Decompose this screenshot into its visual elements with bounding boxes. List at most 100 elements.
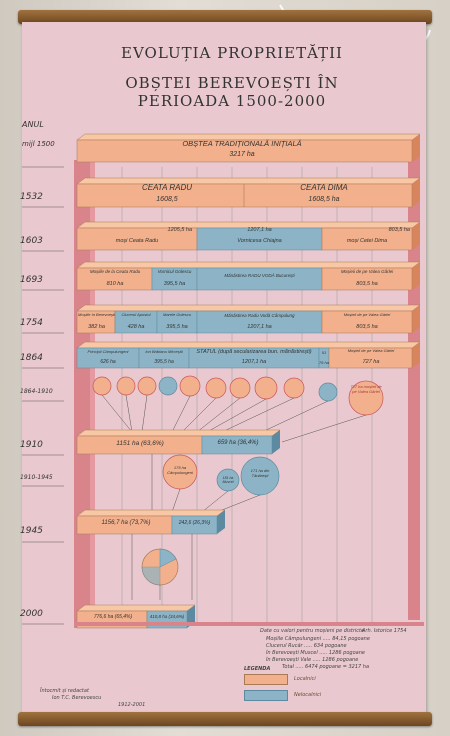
tick-1945: 1945 (20, 526, 43, 536)
poster-title-line2: OBȘTEI BEREVOEȘTI ÎN PERIOADA 1500-2000 (125, 74, 339, 110)
bar-1864-mid-title: STATUL (după secularizarea bun. mănăstir… (196, 349, 312, 355)
bar-1754-c1-title: Moșiile în Berevoești (78, 312, 115, 317)
bar-1864 (76, 341, 421, 369)
legend-swatch-local (244, 674, 288, 685)
bar-1754-c3-title: Marele Golescu (162, 312, 191, 317)
tick-2000: 2000 (20, 609, 43, 619)
bar-1864-mid-note: 51 (321, 350, 327, 355)
distribution-total: Total ..... 6474 pogoane = 3217 ha (282, 664, 370, 670)
bar-1693-l1-title: Moșiile de la Ceata Radu (89, 269, 141, 274)
circle-4 (158, 376, 178, 396)
tick-1532: 1532 (20, 192, 43, 202)
bar-1754-right-value: 803,5 ha (356, 324, 378, 330)
bar-1693-right-value: 803,5 ha (356, 281, 378, 287)
bar-1864-right-title: Moșieii de pe Valea Gârlei (347, 348, 395, 353)
legend-label-local: Localnici (294, 676, 316, 682)
legend-label-nonlocal: Nelocalnici (294, 692, 322, 698)
tick-1864-1910: 1864-1910 (20, 388, 53, 395)
tick-1864: 1864 (20, 353, 43, 363)
bar-2000-right-value: 410,8 ha (34,6%) (149, 614, 185, 619)
right-frame-rail (408, 150, 420, 620)
bar-2000-left-value: 776,6 ha (65,4%) (93, 614, 133, 620)
bar-1945-left-value: 1156,7 ha (73,7%) (101, 520, 151, 526)
bar-1603-right-title: moși Cetei Dima (346, 238, 388, 244)
bar-1945-right-value: 242,6 (26,3%) (178, 520, 211, 526)
circle-b2-label: 181 ha Muscel (222, 476, 234, 484)
bar-1864-mid-value: 1207,1 ha (241, 359, 267, 365)
tick-1500: mijl 1500 (22, 140, 55, 148)
circle-5 (179, 375, 201, 397)
connector-arrows-2 (151, 454, 261, 513)
tick-1754: 1754 (20, 318, 43, 328)
circle-1 (92, 376, 112, 396)
circle-b1-label: 175 ha Câmpulungeni (167, 465, 193, 475)
bar-1864-l-title: Principii Câmpulungeni (87, 349, 129, 354)
distribution-line-1: Moșiile Câmpulungeni ..... 84,15 pogoane (266, 636, 370, 642)
bar-1754-c1-value: 382 ha (88, 324, 105, 330)
bar-1532-right-value: 1608,5 ha (308, 196, 340, 203)
bar-1693 (76, 261, 421, 291)
legend-swatch-nonlocal (244, 690, 288, 701)
circle-3 (137, 376, 157, 396)
tick-1603: 1603 (20, 236, 43, 246)
bar-1754-right-title: Moșieii de pe Valea Gârlei (343, 312, 391, 317)
legend-title: LEGENDA (244, 666, 271, 672)
pie-chart-1945 (141, 548, 179, 586)
circle-7 (229, 377, 251, 399)
bar-1754-mid-title: Mănăstirea Radu Vodă Câmpulung (224, 313, 295, 318)
tick-1693: 1693 (20, 275, 43, 285)
author-line-1: Întocmit și redactat (40, 688, 89, 694)
distribution-line-2: Clucerul Rucăr ..... 634 pogoane (266, 643, 347, 649)
bar-1693-l2-value: 395,5 ha (163, 281, 186, 287)
circle-8 (254, 376, 278, 400)
circle-2 (116, 376, 136, 396)
distribution-line-3: în Berevoești Muscel ..... 1286 pogoane (266, 650, 365, 656)
circle-10 (318, 382, 338, 402)
distribution-note: Arh. Istorice 1754 (362, 628, 407, 634)
distribution-title: Date cu valori pentru moșieni pe distric… (260, 628, 365, 634)
bar-1532-left-title: CEATA RADU (141, 183, 193, 192)
left-frame-rail-shade (90, 160, 95, 628)
bar-1693-l1-value: 810 ha (106, 281, 124, 287)
author-line-2: Ion T.C. Berevoescu (52, 695, 102, 701)
tick-1910: 1910 (20, 440, 43, 450)
poster-sheet: EVOLUȚIA PROPRIETĂȚII OBȘTEI BEREVOEȘTI … (20, 22, 426, 714)
bar-1754 (76, 304, 421, 334)
bar-1603-mid-value: 1207,1 ha (247, 227, 272, 233)
bar-1500-value: 3217 ha (229, 151, 255, 158)
bar-1693-right-title: Moșieii de pe Valea Gârlei (340, 269, 394, 274)
bar-1532-right-title: CEATA DIMA (300, 183, 348, 192)
bar-1693-l2-title: Vornicul Golescu (157, 269, 192, 274)
circle-11-label: 727 ha moșieii de pe Valea Gârlei (350, 384, 382, 394)
tick-1910-1945: 1910-1945 (20, 474, 53, 481)
bar-1500 (76, 133, 421, 163)
bar-1864-l2-title: Ion Brătianu Mirceștii (145, 349, 183, 354)
bar-1500-title: OBȘTEA TRADIȚIONALĂ INIȚIALĂ (182, 139, 302, 148)
circle-9 (283, 377, 305, 399)
bar-1532 (76, 177, 421, 208)
bar-1603-mid-title: Vornicesa Chiajna (237, 238, 282, 244)
bar-1864-r-value: 76 ha (318, 360, 329, 365)
connector-arrows (101, 394, 367, 443)
bar-1603-right-value: 803,5 ha (388, 227, 410, 233)
bar-1864-l2-value: 395,5 ha (154, 359, 174, 365)
bar-1864-right-value: 727 ha (362, 359, 380, 365)
bar-1864-l-value: 626 ha (100, 359, 116, 365)
bar-1910 (76, 429, 281, 455)
top-rod (18, 10, 432, 24)
bar-1693-mid-title: Mănăstirea RADU VODĂ București (224, 273, 295, 278)
bar-1945 (76, 509, 226, 535)
distribution-line-4: în Berevoești Vale ..... 1286 pogoane (266, 657, 359, 663)
axis-underlines (22, 166, 64, 625)
bottom-rod (18, 712, 432, 726)
bar-1603-left-value: 1205,5 ha (167, 227, 192, 233)
circle-b3-label: 171 ha din Tânărești (250, 468, 270, 478)
bar-1910-right-value: 659 ha (36,4%) (217, 440, 259, 446)
author-date: 1912-2001 (118, 702, 146, 708)
bar-1754-c2-value: 428 ha (127, 324, 145, 330)
bar-1754-c2-title: Clucerul Apostol (121, 312, 151, 317)
bar-1603 (76, 221, 421, 251)
bottom-frame (74, 622, 424, 626)
diagram-canvas (22, 133, 424, 629)
bar-1603-left-title: moși Ceata Radu (115, 238, 159, 244)
